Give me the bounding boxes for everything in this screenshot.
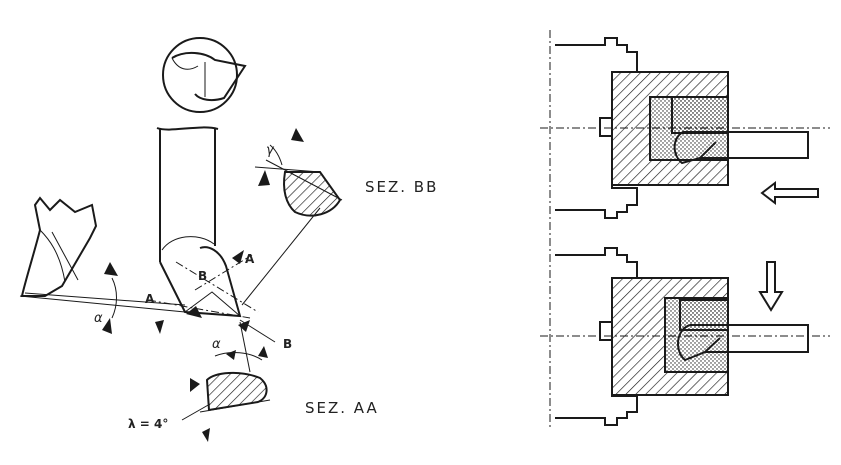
alpha-label-left: α: [94, 311, 103, 326]
section-bb-label: SEZ. BB: [365, 178, 438, 196]
letter-a-right: A: [245, 252, 255, 266]
lambda-label: λ = 4°: [128, 417, 168, 431]
left-arrow-icon: [760, 180, 819, 206]
workpiece-sections: [540, 30, 830, 428]
tool-end-view: [162, 37, 247, 113]
angle-marker: [104, 262, 118, 276]
angle-marker: [102, 318, 112, 334]
letter-a-left: A: [145, 292, 155, 306]
angle-marker: [232, 250, 244, 264]
down-arrow-icon: [758, 261, 784, 312]
alpha-label-bottom: α: [212, 337, 221, 352]
section-bb-profile: [241, 128, 343, 306]
angle-marker: [155, 320, 164, 334]
workpiece-bottom-view: [540, 247, 830, 426]
tool-geometry-view: SEZ. BB SEZ. AA λ = 4° α α γ A A B B: [19, 37, 438, 442]
section-aa-profile: [181, 319, 276, 442]
tool-side-view: [19, 196, 186, 313]
workpiece-top-view: [540, 37, 830, 219]
section-aa-label: SEZ. AA: [305, 399, 379, 417]
letter-b-bottom: B: [283, 337, 292, 351]
gamma-label: γ: [266, 143, 275, 158]
letter-b-top: B: [198, 269, 207, 283]
tool-shank: [156, 126, 219, 262]
angle-marker: [238, 320, 250, 332]
